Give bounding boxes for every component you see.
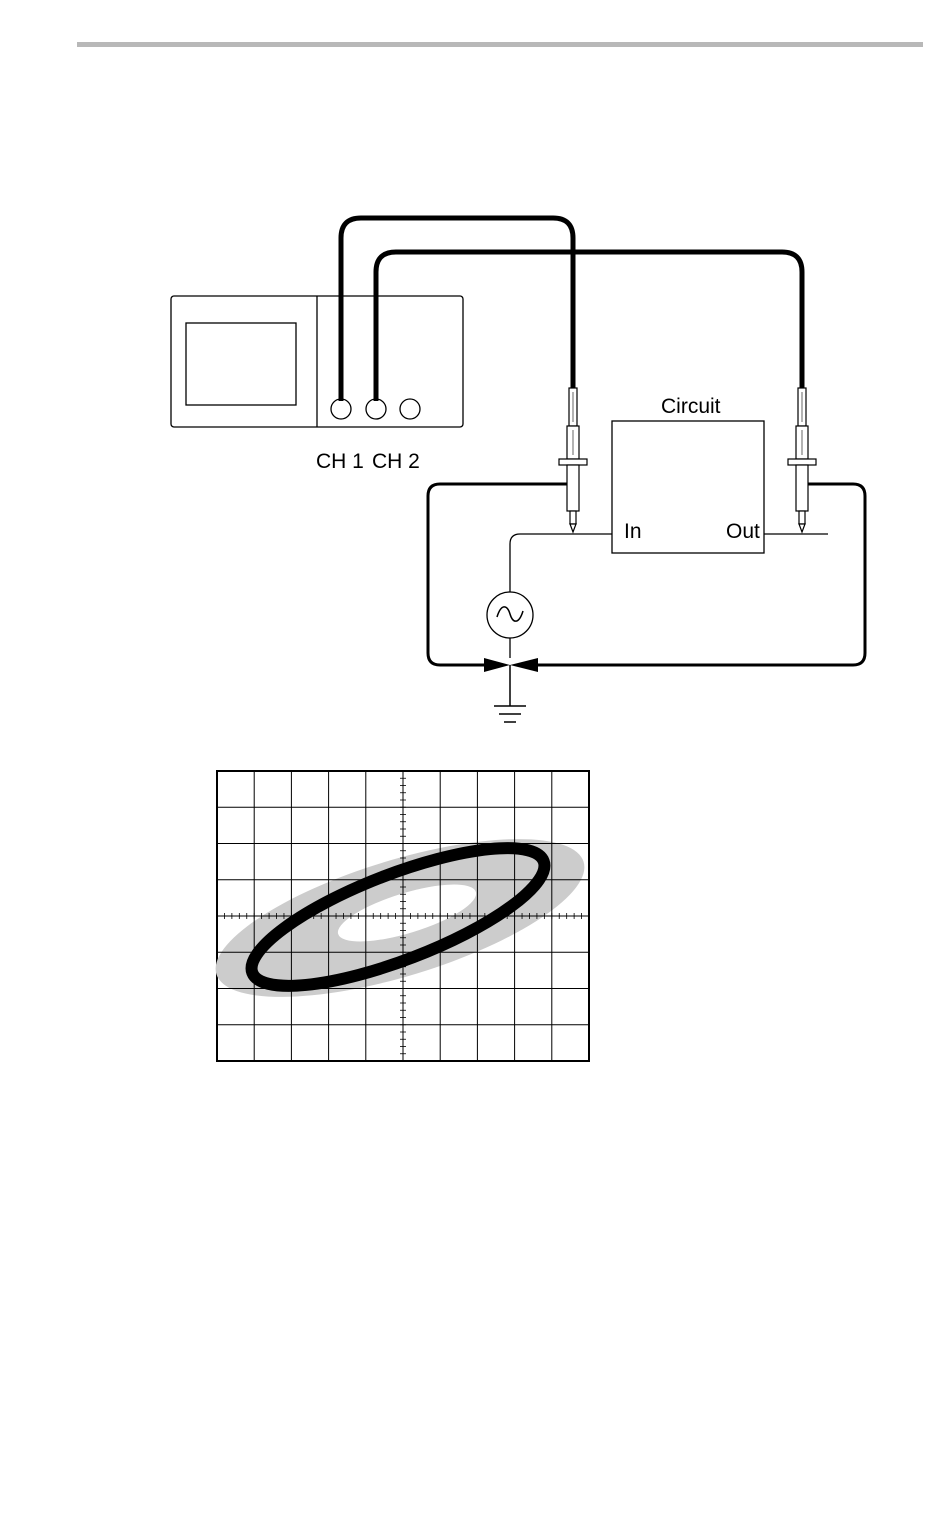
ch2-ground-lead — [538, 484, 865, 665]
ground-junction-arrow-right — [510, 658, 538, 672]
input-wire — [510, 534, 612, 592]
ch2-connector — [366, 399, 386, 419]
xy-display-screen — [199, 771, 600, 1061]
ch1-connector — [331, 399, 351, 419]
probe-icon — [559, 388, 587, 532]
ground-icon — [494, 665, 526, 722]
ch1-label: CH 1 — [316, 450, 364, 473]
ch2-probe-cable — [376, 252, 802, 401]
ext-trigger-connector — [400, 399, 420, 419]
circuit-label: Circuit — [661, 395, 721, 418]
ch2-label: CH 2 — [372, 450, 420, 473]
circuit-output-label: Out — [726, 520, 760, 543]
ac-source-icon — [487, 592, 533, 658]
circuit-input-label: In — [624, 520, 642, 543]
ch1-ground-lead — [428, 484, 567, 665]
ground-junction-arrow-left — [484, 658, 510, 672]
probe-icon — [788, 388, 816, 532]
oscilloscope-icon — [171, 296, 463, 427]
